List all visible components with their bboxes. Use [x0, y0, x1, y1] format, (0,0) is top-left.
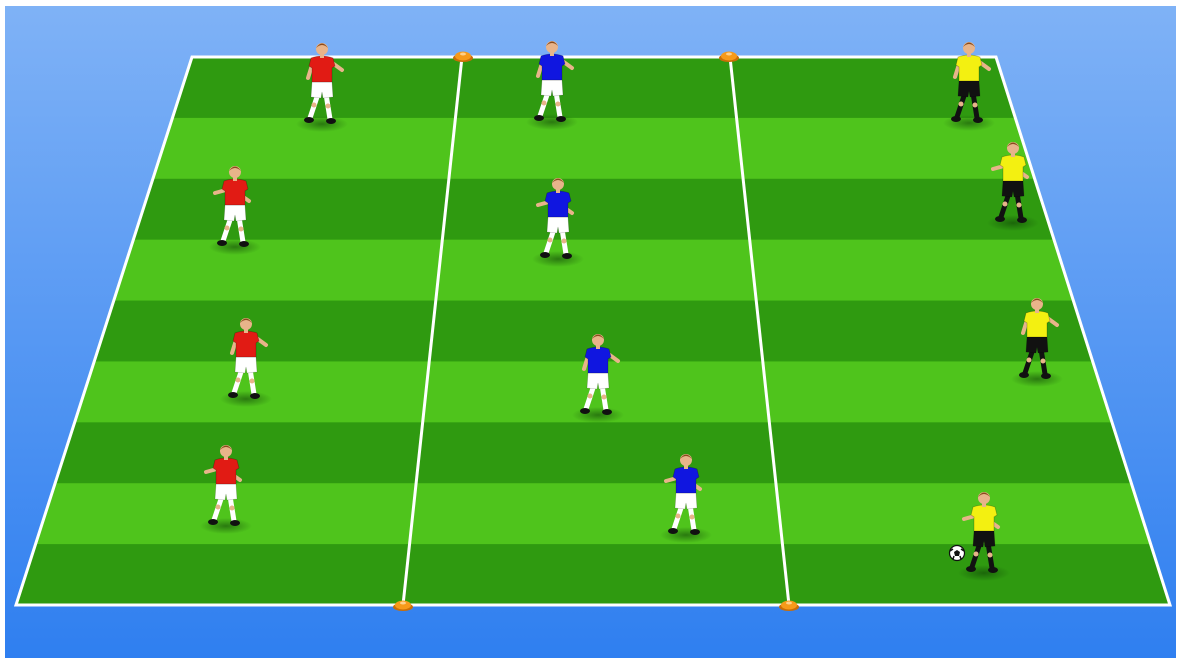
- pitch-stripe: [0, 483, 1181, 545]
- pitch-stripe: [0, 422, 1181, 484]
- soccer-ball-icon: [950, 546, 965, 561]
- pitch-stripe: [0, 240, 1181, 302]
- pitch: [0, 57, 1181, 606]
